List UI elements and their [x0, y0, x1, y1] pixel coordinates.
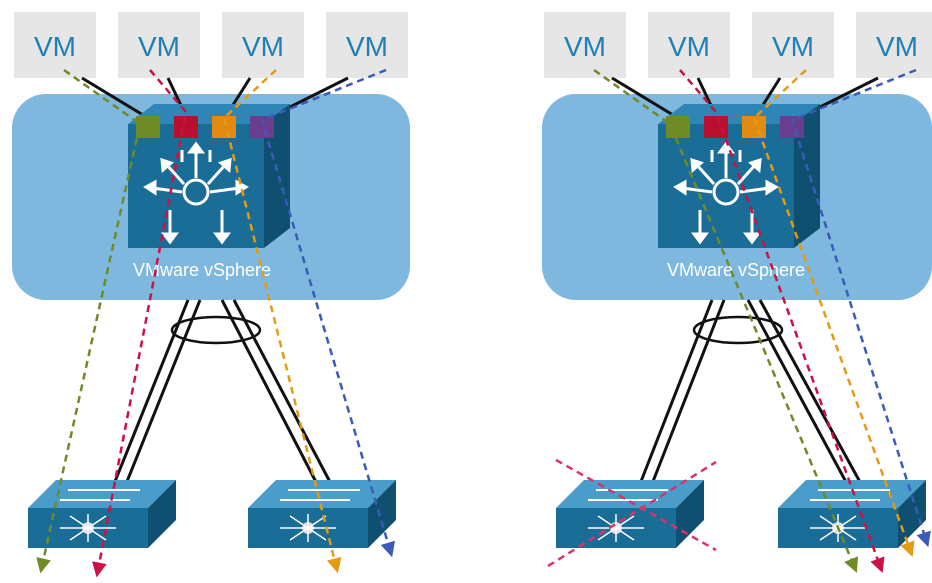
vm-box [118, 12, 200, 78]
port-green [666, 116, 690, 138]
vm-box [326, 12, 408, 78]
vswitch-ports [136, 116, 274, 138]
port-purple [780, 116, 804, 138]
flow-blue [260, 68, 396, 558]
layer-2-switch-icon [28, 480, 176, 548]
vm-label: VM [138, 31, 180, 62]
flow-blue [790, 68, 931, 548]
uplinks [112, 299, 332, 485]
cross-out-icon [547, 458, 717, 568]
uplinks [638, 299, 862, 485]
layer-2-switch-icon [556, 480, 704, 548]
layer-2-switch-icon [248, 480, 396, 548]
flow-green [593, 68, 859, 573]
flow-red [679, 69, 885, 574]
flow-orange [752, 69, 915, 558]
traffic-flows [593, 68, 931, 574]
host-label: VMware vSphere [133, 260, 271, 280]
vm-label: VM [772, 31, 814, 62]
vm-box [14, 12, 96, 78]
port-purple [250, 116, 274, 138]
vm-label: VM [346, 31, 388, 62]
diagram-failover: VM VM VM VM [542, 12, 932, 574]
port-red [174, 116, 198, 138]
vm-box [544, 12, 626, 78]
vm-label: VM [242, 31, 284, 62]
port-green [136, 116, 160, 138]
traffic-flows [36, 68, 396, 578]
vm-box [648, 12, 730, 78]
flow-red [92, 69, 188, 578]
vm-box [752, 12, 834, 78]
port-orange [742, 116, 766, 138]
port-channel-ellipse [692, 315, 784, 345]
vm-row: VM VM VM VM [14, 12, 408, 78]
port-channel-ellipse [170, 315, 262, 345]
host-label: VMware vSphere [667, 260, 805, 280]
distributed-virtual-switch-icon [128, 104, 290, 248]
vm-label: VM [876, 31, 918, 62]
vm-label: VM [668, 31, 710, 62]
port-red [704, 116, 728, 138]
vm-box [856, 12, 932, 78]
diagram-normal: VM VM VM VM [12, 12, 410, 578]
vm-row: VM VM VM VM [544, 12, 932, 78]
distributed-virtual-switch-icon [658, 104, 820, 248]
vm-box [222, 12, 304, 78]
port-orange [212, 116, 236, 138]
flow-orange [222, 69, 342, 574]
vm-label: VM [564, 31, 606, 62]
vm-label: VM [34, 31, 76, 62]
